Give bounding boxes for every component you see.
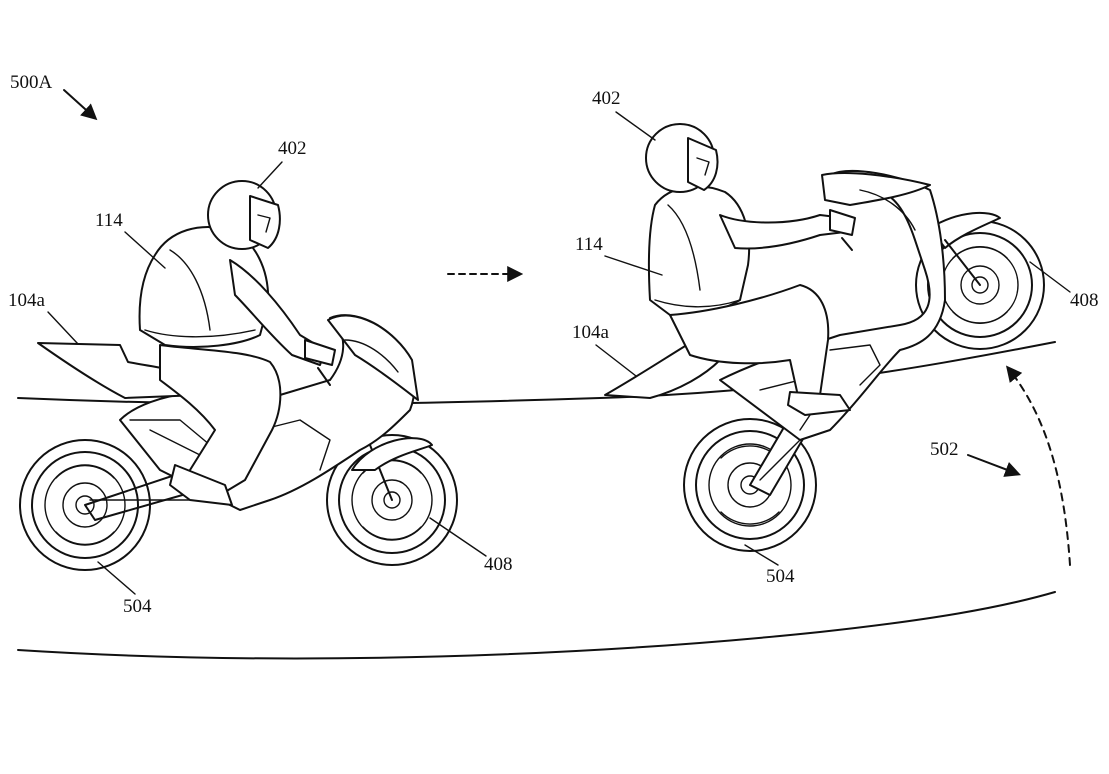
label-114-left: 114 [95, 210, 123, 231]
rotation-label-arrow [967, 454, 1021, 477]
label-504-left: 504 [123, 596, 152, 617]
ground-line-lower [17, 591, 1056, 660]
label-504-right: 504 [766, 566, 795, 587]
label-104a-right: 104a [572, 322, 610, 343]
rider-right [645, 123, 856, 416]
motorcycle-right [604, 123, 1045, 552]
helmet-right [645, 123, 719, 193]
motorcycle-left [19, 180, 458, 571]
figure-label-arrow [63, 89, 98, 121]
label-402-right: 402 [592, 88, 621, 109]
figure-label: 500A [10, 72, 53, 93]
label-104a-left: 104a [8, 290, 46, 311]
label-408-right: 408 [1070, 290, 1099, 311]
label-408-left: 408 [484, 554, 513, 575]
rider-left [138, 180, 336, 506]
label-502: 502 [930, 439, 959, 460]
rotation-arrow [1005, 365, 1071, 566]
label-114-right: 114 [575, 234, 603, 255]
label-402-left: 402 [278, 138, 307, 159]
helmet-left [207, 180, 281, 250]
